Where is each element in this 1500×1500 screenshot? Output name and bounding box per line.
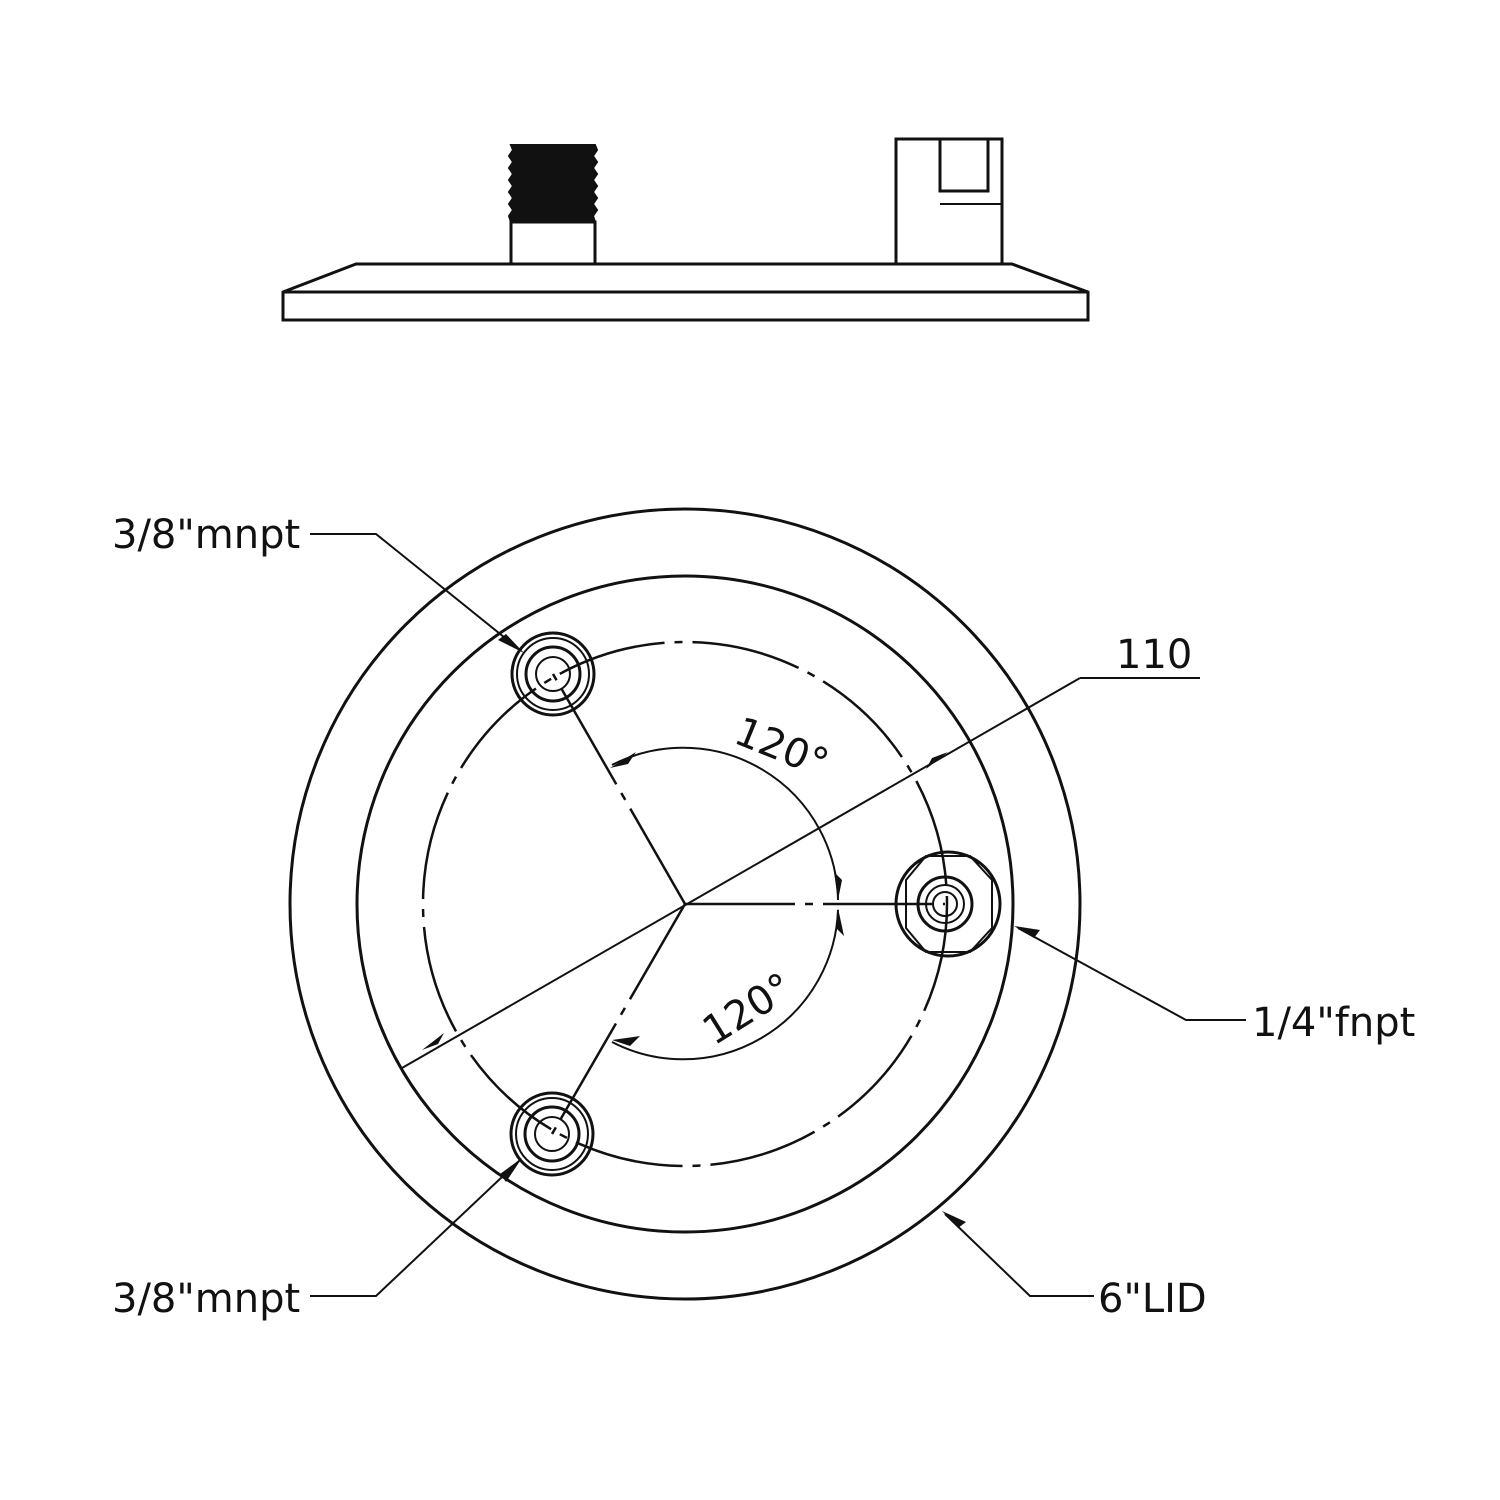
leader-lower-left-arrow — [500, 1158, 522, 1182]
label-diameter: 110 — [1116, 632, 1192, 678]
lid-outer-circle — [288, 507, 1082, 1301]
label-lid: 6"LID — [1098, 1276, 1207, 1322]
angle-arc-upper — [611, 746, 839, 901]
leader-right-port-arrow — [1014, 926, 1040, 938]
label-upper-left-port: 3/8"mnpt — [112, 512, 300, 558]
label-right-port: 1/4"fnpt — [1252, 1000, 1415, 1046]
diameter-arrow-upper — [926, 752, 948, 769]
leader-lid-arrow — [942, 1211, 966, 1228]
leader-lid — [944, 1213, 1094, 1297]
upper-left-port — [510, 631, 596, 717]
leader-upper-left-arrow — [498, 634, 524, 653]
female-fitting-body — [894, 137, 1004, 266]
leader-right-port — [1017, 927, 1246, 1021]
label-lower-left-port: 3/8"mnpt — [112, 1276, 300, 1322]
male-fitting-thread — [507, 144, 599, 223]
side-view — [281, 137, 1090, 322]
angle-arc-lower — [611, 909, 839, 1061]
right-port — [894, 850, 1002, 958]
lid-inner-circle — [355, 574, 1015, 1234]
leader-upper-left — [310, 533, 521, 651]
angle-arrow-upper-end — [834, 872, 842, 900]
label-angle-lower: 120° — [695, 964, 801, 1054]
angle-arrow-lower-end — [612, 1036, 640, 1046]
diameter-line — [401, 677, 1081, 1069]
centerline-upper-port — [551, 673, 687, 905]
centerline-lower-port — [550, 903, 687, 1135]
label-angle-upper: 120° — [728, 709, 835, 788]
angle-arrow-lower-start — [836, 908, 844, 936]
top-view: 3/8"mnpt 3/8"mnpt 1/4"fnpt 110 6"LID 120… — [112, 507, 1415, 1322]
male-fitting-body — [509, 220, 597, 266]
angle-arrow-upper-start — [610, 752, 636, 768]
diameter-arrow-lower — [422, 1033, 444, 1050]
lower-left-port — [509, 1091, 595, 1177]
leader-lower-left — [310, 1159, 521, 1297]
female-fitting-bore — [938, 137, 990, 193]
pitch-circle — [421, 640, 949, 1168]
